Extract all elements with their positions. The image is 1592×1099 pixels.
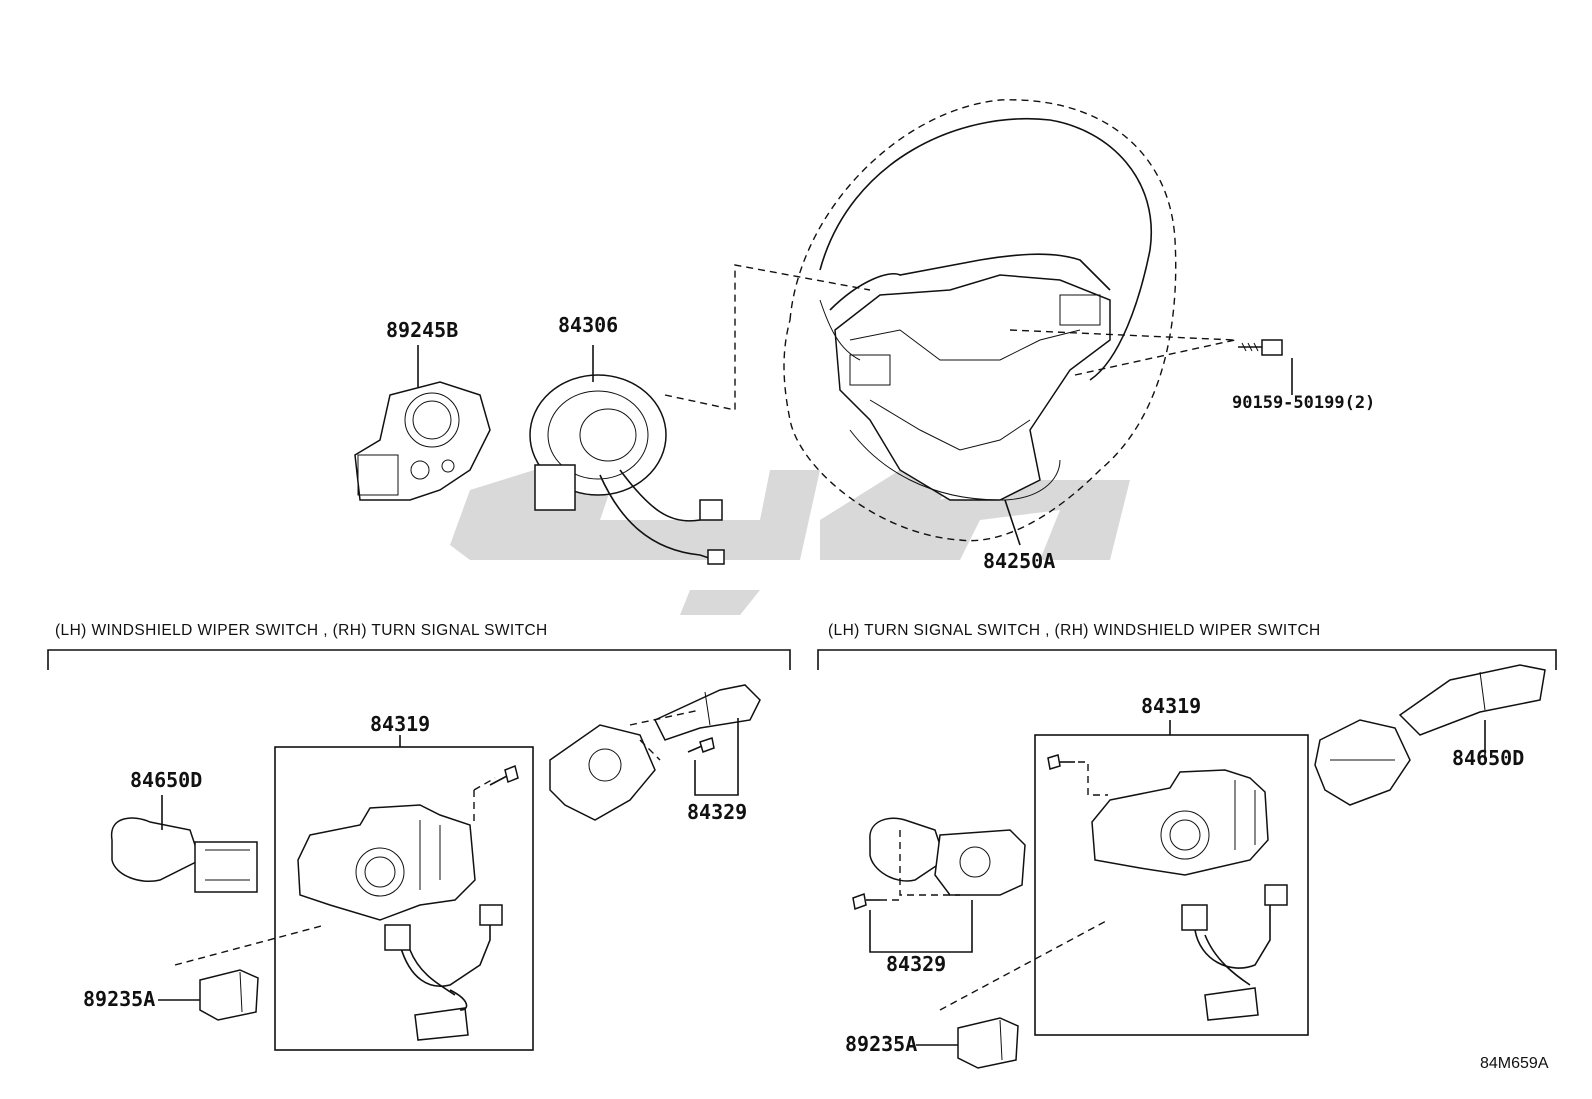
label-right-connector: 89235A [845,1032,918,1056]
steering-wheel-drawing [783,99,1177,542]
right-section-screw-icon [852,892,880,911]
label-right-switch-body: 84319 [1141,694,1202,718]
section-title-right: (LH) TURN SIGNAL SWITCH , (RH) WINDSHIEL… [828,622,1321,639]
spiral-cable-drawing [529,374,725,565]
label-left-screw: 84329 [687,800,748,824]
screw-icon [1238,339,1283,356]
right-switch-body-drawing [1091,769,1288,1021]
right-lever-drawing [1314,664,1546,806]
left-lever-drawing [111,817,258,893]
label-right-lever: 84650D [1452,746,1525,770]
right-section-lever-drawing [869,817,1026,896]
label-steering-wheel-switch: 84250A [983,549,1056,573]
label-screw: 90159-50199(2) [1232,393,1376,413]
left-switch-body-drawing [297,804,503,1041]
label-right-screw: 84329 [886,952,947,976]
label-left-lever: 84650D [130,768,203,792]
right-small-screw-icon [1047,754,1075,770]
label-left-switch-body: 84319 [370,712,431,736]
left-small-screw-icon [489,764,519,786]
label-spiral-cable: 84306 [558,313,619,337]
left-section-lever-drawing [549,684,761,821]
section-title-left: (LH) WINDSHIELD WIPER SWITCH , (RH) TURN… [55,622,548,639]
diagram-code: 84M659A [1480,1055,1549,1072]
left-section-screw-icon [687,737,715,753]
label-left-connector: 89235A [83,987,156,1011]
right-connector-drawing [957,1017,1019,1069]
steering-sensor-drawing [354,381,491,501]
left-connector-drawing [199,969,259,1021]
label-steering-sensor: 89245B [386,318,459,342]
